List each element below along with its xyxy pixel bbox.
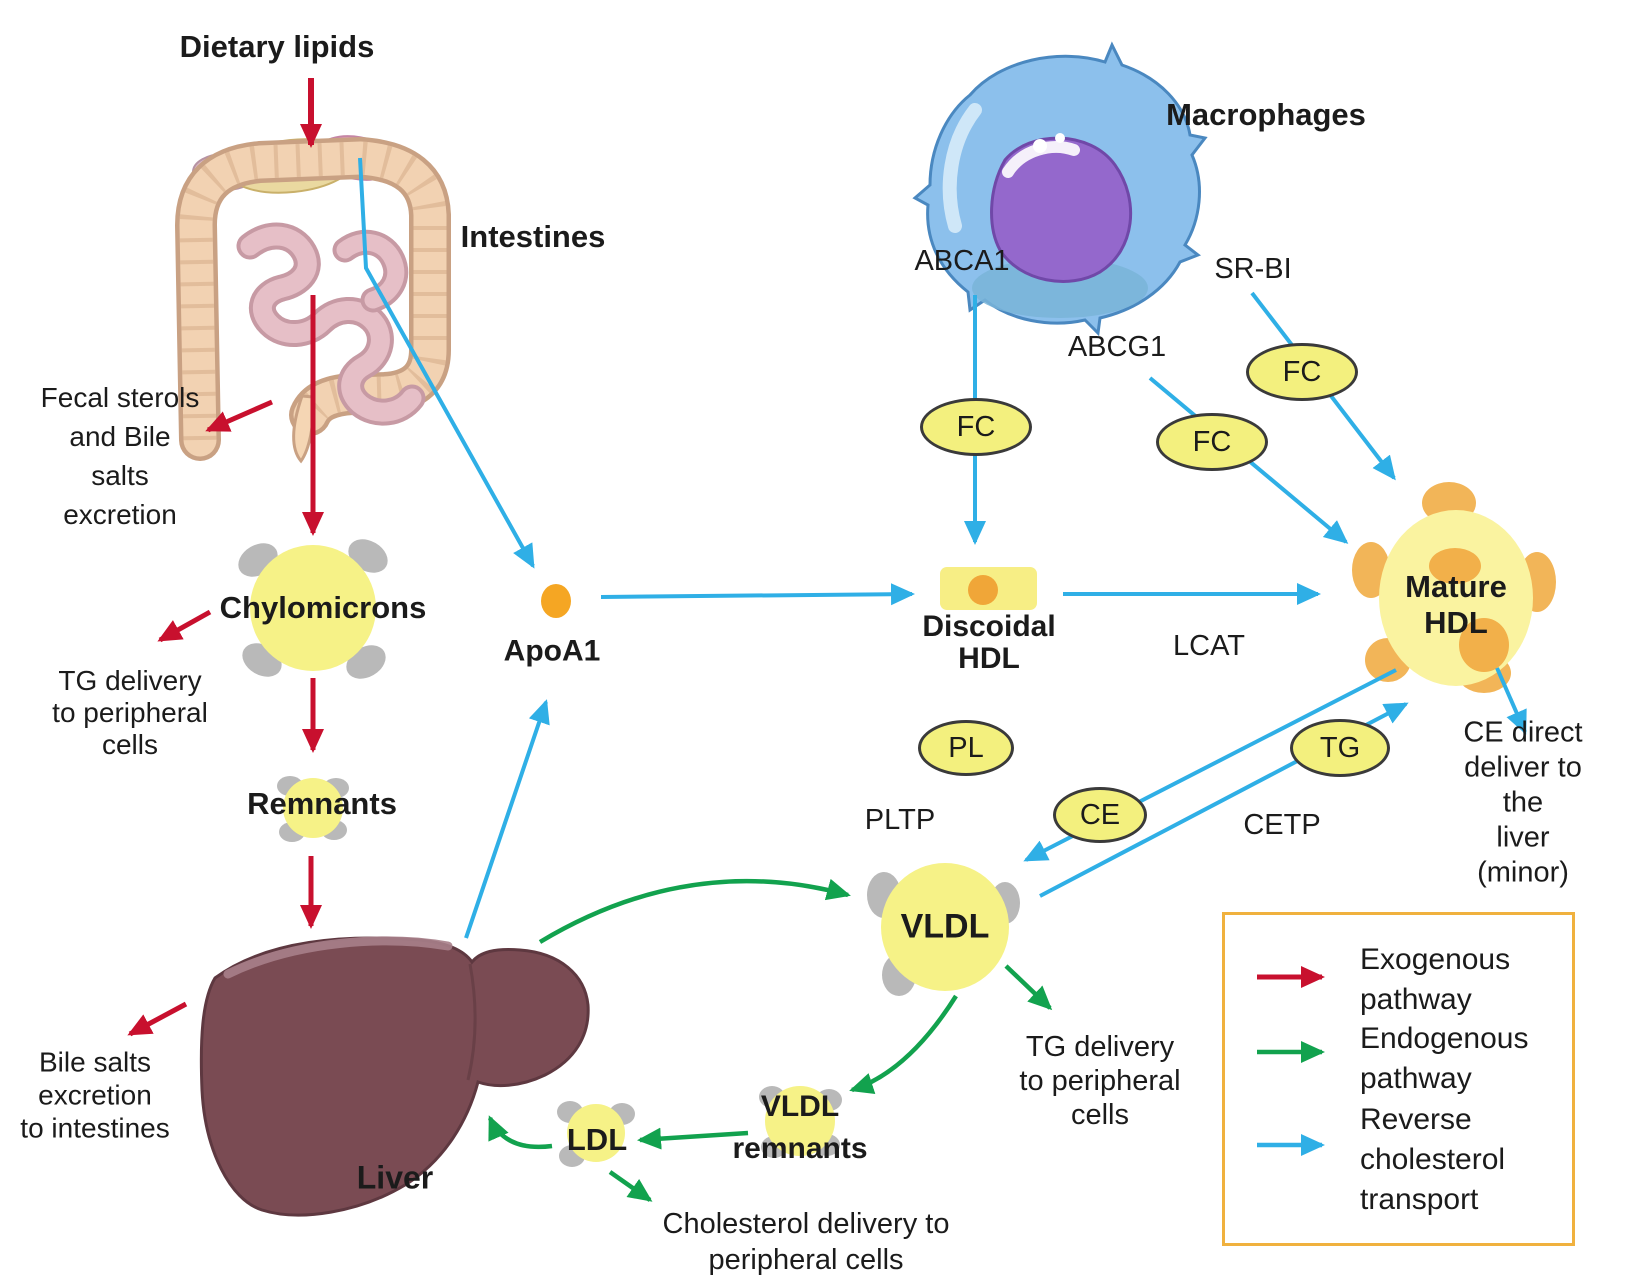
liver-illustration: [199, 936, 590, 1217]
fc-marker-srbi: FC: [1246, 343, 1358, 401]
pl-label: PL: [948, 731, 984, 764]
abca1-label: ABCA1: [914, 245, 1010, 278]
vldl-remnants-core: [765, 1086, 835, 1156]
mature-hdl-particle: [1352, 482, 1556, 693]
arrow-vldl-to-tg-delivery: [1004, 964, 1053, 1011]
pltp-label: PLTP: [864, 804, 936, 837]
hdl-inner-blob: [1429, 548, 1481, 584]
apoa1-particle: [541, 584, 571, 618]
discoidal-hdl-apoa1: [968, 575, 998, 605]
nucleus-dot: [1033, 139, 1047, 153]
ldl-label: LDL: [566, 1122, 628, 1158]
discoidal-hdl-particle: [940, 567, 1037, 610]
macrophage-highlight: [942, 103, 982, 233]
macrophage-nucleus: [990, 136, 1133, 283]
srbi-label: SR-BI: [1214, 253, 1292, 286]
tg-marker: TG: [1290, 719, 1390, 777]
intestines-illustration: [174, 135, 451, 464]
cholesterol-delivery-label: Cholesterol delivery to peripheral cells: [662, 1208, 950, 1276]
vldl-particle: [867, 863, 1020, 996]
tg-delivery-right-label: TG delivery to peripheral cells: [1019, 1031, 1181, 1131]
abcg1-label: ABCG1: [1067, 331, 1167, 364]
remnants-label: Remnants: [247, 786, 397, 822]
tg-label: TG: [1319, 731, 1361, 764]
legend-exogenous-label: Exogenous pathway: [1360, 943, 1511, 1016]
vldl-remnants-label: VLDL remnants: [732, 1090, 868, 1165]
vldl-core: [881, 863, 1009, 991]
intestines-label: Intestines: [460, 219, 606, 255]
remnants-core: [283, 778, 343, 838]
arrow-intestines-to-apoa1: [358, 157, 535, 569]
liver-lobe-divider: [466, 963, 477, 1081]
arrow-vldl-remnants-to-ldl: [637, 1127, 749, 1150]
arrow-chylomicrons-to-tg-delivery: [157, 609, 212, 643]
fc-marker-abcg1: FC: [1156, 413, 1268, 471]
arrow-apoa1-to-discoidal-hdl: [600, 583, 915, 606]
fc-label: FC: [1282, 355, 1322, 388]
hdl-inner-blob: [1459, 618, 1509, 672]
ldl-core: [567, 1104, 625, 1162]
pl-marker: PL: [918, 720, 1014, 776]
fc-marker-abca1: FC: [920, 398, 1032, 456]
chylomicrons-core: [250, 545, 376, 671]
macrophage-illustration: [912, 41, 1208, 337]
arrow-ldl-to-cholesterol-delivery: [608, 1170, 653, 1202]
macrophage-shading: [972, 258, 1148, 318]
fc-label: FC: [1192, 425, 1232, 458]
discoidal-hdl-label: Discoidal HDL: [922, 610, 1056, 675]
chylomicrons-label: Chylomicrons: [219, 590, 427, 626]
ce-label: CE: [1079, 798, 1121, 831]
liver-highlight: [223, 936, 453, 979]
ldl-particle: [557, 1101, 635, 1167]
apoa1-label: ApoA1: [503, 634, 601, 668]
fecal-sterols-label: Fecal sterols and Bile salts excretion: [40, 382, 200, 530]
mature-hdl-label: Mature HDL: [1405, 569, 1507, 640]
ce-marker: CE: [1053, 787, 1147, 843]
legend-endogenous-label: Endogenous pathway: [1360, 1022, 1529, 1095]
vldl-remnants-particle: [759, 1086, 842, 1158]
small-intestine-loop: [336, 233, 405, 309]
arrow-liver-to-vldl: [538, 878, 851, 944]
lcat-label: LCAT: [1173, 630, 1245, 663]
cetp-label: CETP: [1243, 809, 1321, 842]
arrow-ldl-to-liver: [487, 1115, 553, 1150]
arrow-vldl-to-vldl-remnants: [849, 994, 958, 1095]
liver-label: Liver: [356, 1159, 434, 1196]
legend-reverse-label: Reverse cholesterol transport: [1360, 1103, 1506, 1216]
dietary-lipids-label: Dietary lipids: [179, 29, 375, 65]
fc-label: FC: [956, 410, 996, 443]
arrow-liver-to-apoa1: [464, 699, 550, 939]
macrophages-label: Macrophages: [1166, 97, 1366, 133]
small-intestine: [240, 226, 422, 422]
arrow-intestines-to-fecal-sterols: [205, 399, 274, 433]
nucleus-dot: [1055, 133, 1065, 143]
vldl-label: VLDL: [900, 907, 990, 946]
arrow-liver-to-bile-salts: [127, 1001, 188, 1037]
remnants-particle: [277, 776, 349, 842]
liver-body: [199, 936, 590, 1217]
tg-delivery-left-label: TG delivery to peripheral cells: [52, 665, 208, 760]
bile-salts-label: Bile salts excretion to intestines: [20, 1046, 170, 1144]
arrow-mature-hdl-to-ce-direct: [1495, 667, 1527, 735]
chylomicrons-particle: [238, 539, 388, 679]
legend-box: [1222, 912, 1575, 1246]
ce-direct-label: CE direct deliver to the liver (minor): [1463, 716, 1583, 889]
